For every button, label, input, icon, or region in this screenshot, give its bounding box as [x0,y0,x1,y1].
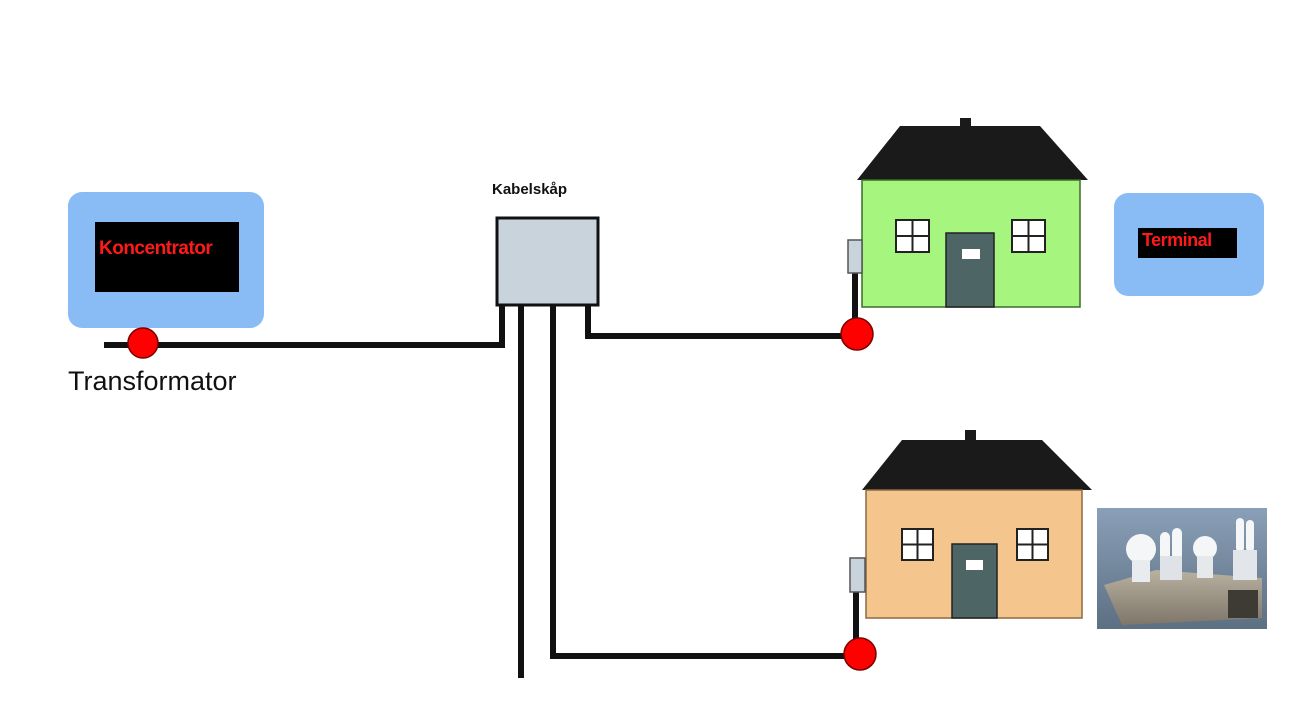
door-1-window [962,249,980,259]
house-1 [847,118,1088,308]
chimney-2 [965,430,976,446]
door-2-window [966,560,983,570]
window-2a [901,528,934,561]
terminal-label-box [1138,228,1237,258]
connection-node-icon [127,327,159,359]
connection-node-icon [840,317,874,351]
cable-cabinet [495,216,600,307]
concentrator-label-box [95,222,239,292]
concentrator-label: Koncentrator [99,238,213,259]
window-1b [1011,219,1046,253]
cable-cabinet-to-house-2 [550,305,858,659]
house-2 [849,430,1092,619]
cabinet-label: Kabelskåp [492,181,568,198]
door-2 [951,543,998,619]
window-2b [1016,528,1049,561]
roof-2 [862,440,1092,490]
roof-1 [857,126,1088,180]
meter-box-icon [847,239,863,274]
terminal-label: Terminal [1142,230,1212,250]
transformer-label: Transformator [68,366,237,396]
door-1 [945,232,995,308]
cable-cabinet-to-house-1 [585,305,858,339]
window-1a [895,219,930,253]
cable-transformer-to-cabinet [104,305,505,348]
meter-box-icon [849,557,866,593]
energy-saving-bulbs-photo [1097,508,1267,629]
cables [104,273,859,678]
connection-node-icon [843,637,877,671]
